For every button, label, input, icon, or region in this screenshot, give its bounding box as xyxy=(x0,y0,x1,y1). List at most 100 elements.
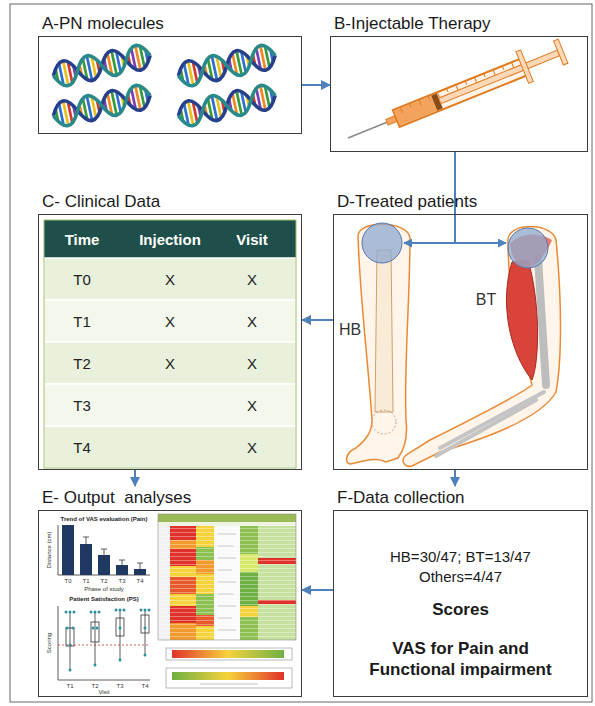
syringe xyxy=(437,92,439,98)
table-cell: X xyxy=(247,271,257,288)
panel: A-PN molecules xyxy=(38,12,302,134)
scatter-plot xyxy=(70,612,71,670)
tick-label: T4 xyxy=(136,578,143,584)
syringe xyxy=(502,66,503,70)
panel-heading: B-Injectable Therapy xyxy=(330,12,491,36)
data-table xyxy=(44,258,296,300)
bt-arm xyxy=(436,400,536,456)
syringe xyxy=(474,77,476,83)
flow-arrow xyxy=(454,470,456,486)
bar-chart xyxy=(58,525,150,575)
data-table xyxy=(44,220,296,468)
scatter-plot xyxy=(115,609,118,612)
heatmap-table xyxy=(158,514,296,640)
syringe xyxy=(394,96,437,126)
scatter-plot xyxy=(123,609,126,612)
heatmap-table xyxy=(158,514,296,522)
bar-chart xyxy=(119,560,125,561)
hb-limb xyxy=(375,250,393,412)
bar-chart xyxy=(101,549,107,550)
panel-heading: F-Data collection xyxy=(333,486,465,510)
scatter-plot xyxy=(96,627,99,630)
table-header-cell: Injection xyxy=(139,231,201,248)
axis-label: Distance (cm) xyxy=(46,531,52,568)
scatter-plot xyxy=(91,622,99,642)
scatter-plot xyxy=(72,627,75,630)
bt-arm xyxy=(403,227,560,467)
syringe xyxy=(400,62,514,113)
table-cell: X xyxy=(165,355,175,372)
flow-arrow xyxy=(134,470,136,486)
panel-heading: C- Clinical Data xyxy=(38,190,160,214)
dna-molecules xyxy=(176,43,278,88)
hb-limb xyxy=(347,223,410,464)
scatter-plot xyxy=(94,664,97,667)
scatter-plot xyxy=(58,606,151,680)
scatter-plot xyxy=(66,628,74,646)
bar-chart xyxy=(83,537,89,538)
tick-label: T1 xyxy=(82,578,89,584)
table-cell: X xyxy=(247,439,257,456)
bt-arm xyxy=(506,260,537,380)
scatter-plot xyxy=(94,611,97,614)
axis-label: Scoring xyxy=(46,633,52,653)
bar-chart xyxy=(58,525,59,575)
table-cell: T4 xyxy=(73,439,91,456)
scatter-plot xyxy=(98,611,101,614)
tick-label: T0 xyxy=(64,578,71,584)
table-cell: X xyxy=(247,355,257,372)
heatmap-table xyxy=(166,668,292,688)
panel-frame xyxy=(333,214,588,470)
limb-label: BT xyxy=(476,291,496,309)
syringe xyxy=(465,81,466,85)
panel-heading: D-Treated patients xyxy=(333,190,477,214)
chart-title: Trend of VAS evaluation (Pain) xyxy=(61,516,148,522)
syringe xyxy=(348,122,387,138)
scatter-plot xyxy=(119,609,122,612)
syringe xyxy=(419,100,421,106)
bt-arm xyxy=(538,258,546,385)
scatter-plot xyxy=(66,610,149,670)
scatter-plot xyxy=(145,610,146,655)
syringe xyxy=(447,88,448,92)
hb-limb xyxy=(372,410,396,434)
panel-frame xyxy=(38,510,302,697)
panel-text: HB=30/47; BT=13/47 Others=4/47 xyxy=(361,547,561,587)
flow-arrow xyxy=(454,152,456,190)
dna-molecules xyxy=(51,43,278,128)
tick-label: T3 xyxy=(116,683,123,689)
syringe xyxy=(410,103,411,107)
table-cell: T2 xyxy=(73,355,91,372)
split-arrow xyxy=(404,242,506,244)
scatter-plot xyxy=(140,609,143,612)
scatter-plot xyxy=(73,611,76,614)
scatter-plot xyxy=(95,612,96,665)
scatter-plot xyxy=(58,680,150,681)
syringe xyxy=(400,107,402,113)
table-cell: T3 xyxy=(73,397,91,414)
scatter-plot xyxy=(144,654,147,657)
scatter-plot xyxy=(69,644,72,647)
heatmap-table xyxy=(158,514,296,688)
table-cell: X xyxy=(165,271,175,288)
bar-chart xyxy=(62,525,74,575)
scatter-plot xyxy=(69,611,72,614)
chart-title: Patient Satisfaction (PS) xyxy=(69,596,138,602)
bar-chart xyxy=(137,563,143,564)
table-header-cell: Visit xyxy=(236,231,267,248)
bar-chart xyxy=(122,560,123,570)
data-table xyxy=(44,384,296,426)
scatter-plot xyxy=(58,606,59,680)
bt-arm xyxy=(403,227,560,467)
scatter-plot xyxy=(148,609,151,612)
panel-heading: A-PN molecules xyxy=(38,12,164,36)
syringe xyxy=(512,62,514,68)
scatter-plot xyxy=(92,627,95,630)
syringe xyxy=(493,70,495,76)
table-cell: X xyxy=(247,397,257,414)
data-table xyxy=(44,426,296,468)
table-cell: X xyxy=(247,313,257,330)
scatter-plot xyxy=(65,609,151,672)
scatter-plot xyxy=(119,627,122,630)
bar-chart xyxy=(104,549,105,561)
